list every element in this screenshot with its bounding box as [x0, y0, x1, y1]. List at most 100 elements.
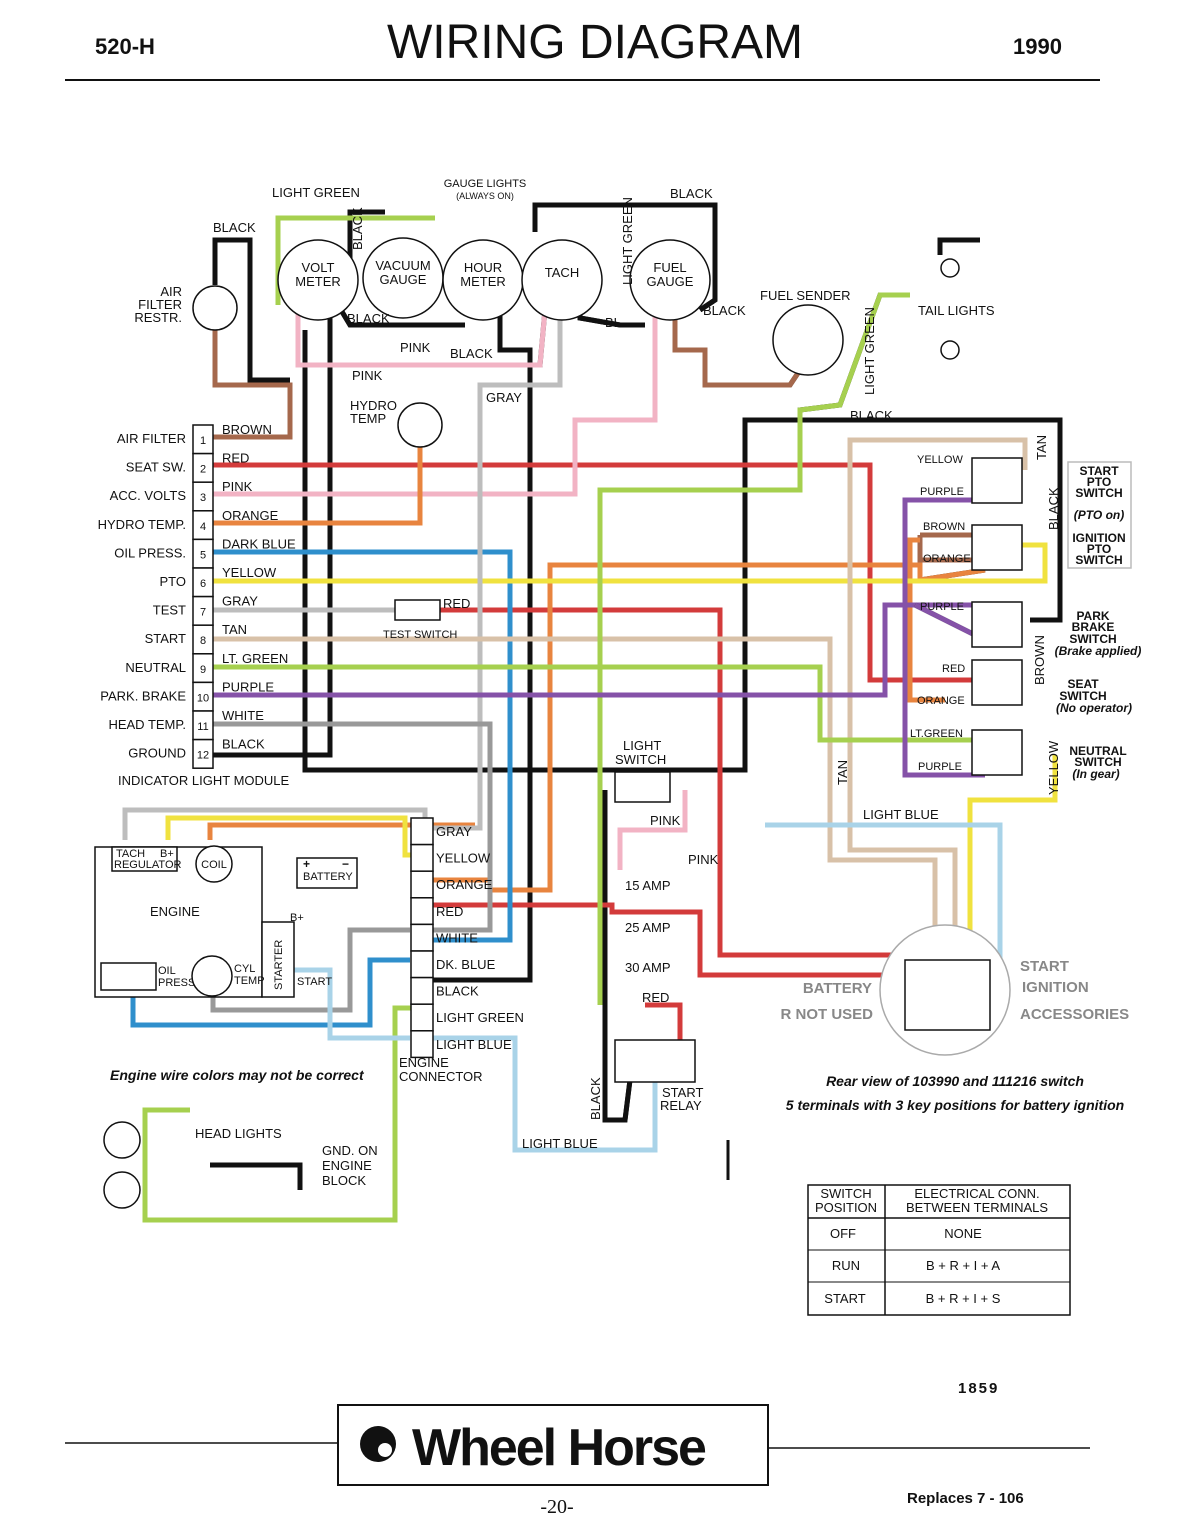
regulator-label: REGULATOR — [114, 859, 181, 871]
ground-label: ENGINE — [322, 1158, 372, 1173]
terminal-battery-label: BATTERY — [803, 980, 872, 997]
switch-label: IGNITION — [1072, 531, 1125, 545]
head-light-icon — [103, 1121, 141, 1159]
terminal-wire-color: GRAY — [222, 594, 258, 609]
wheel-horse-logo: Wheel Horse — [412, 1419, 706, 1477]
terminal-wire-color: TAN — [222, 622, 247, 637]
wire — [142, 1005, 433, 1223]
year: 1990 — [1013, 34, 1062, 59]
tach-regulator — [111, 846, 178, 872]
wire — [302, 330, 1063, 773]
wire — [602, 790, 633, 1123]
gauge-lights-note: (ALWAYS ON) — [456, 191, 514, 201]
terminal-number: 8 — [200, 635, 206, 647]
switch-note: (In gear) — [1072, 767, 1119, 781]
wire — [532, 202, 718, 313]
switch-label: SEAT — [1067, 677, 1099, 691]
terminal-number: 11 — [197, 721, 208, 733]
terminal-wire-color: ORANGE — [222, 508, 279, 523]
switch-label: SWITCH — [1075, 553, 1122, 567]
fuel-sender-label: FUEL SENDER — [760, 288, 851, 303]
oil-press-label: PRESS — [158, 977, 195, 989]
terminal-wire-color: DARK BLUE — [222, 536, 296, 551]
wire-outline — [597, 292, 910, 1005]
switch-note: (PTO on) — [1074, 508, 1124, 522]
fuse-25-amp: 25 AMP — [625, 920, 671, 935]
terminal-wire-color: YELLOW — [222, 565, 277, 580]
battery — [296, 857, 358, 889]
wire-labels: LIGHT GREEN BLACK BLACK BLACK PINK BLACK… — [213, 185, 1061, 1151]
terminal-function: OIL PRESS. — [114, 545, 186, 560]
connector-wire-label: BLACK — [436, 984, 479, 999]
cyl-temp-label: TEMP — [234, 975, 265, 987]
table-cell: START — [824, 1291, 865, 1306]
switch-note: (No operator) — [1056, 701, 1132, 715]
wire — [433, 1035, 658, 1153]
module-title: INDICATOR LIGHT MODULE — [118, 773, 290, 788]
wire-label: BLACK — [588, 1077, 603, 1120]
wheel-horse-logo-icon — [360, 1426, 396, 1462]
wire-label: TAN — [1034, 435, 1049, 460]
fuel-label: GAUGE — [647, 274, 694, 289]
tail-lights-label: TAIL LIGHTS — [918, 303, 995, 318]
terminal-number: 1 — [200, 435, 206, 447]
oil-press-label: OIL — [158, 965, 176, 977]
wire-label: LT.GREEN — [910, 728, 963, 740]
table-cell: OFF — [830, 1226, 856, 1241]
connector-wire-label: LIGHT GREEN — [436, 1010, 524, 1025]
start-relay — [614, 1039, 696, 1083]
table-header: POSITION — [815, 1200, 877, 1215]
wire-label: GRAY — [486, 390, 522, 405]
wire — [433, 562, 986, 893]
switch-label: SWITCH — [1069, 632, 1116, 646]
switch-note: (Brake applied) — [1055, 644, 1142, 658]
terminal-number: 12 — [197, 750, 209, 762]
wire — [433, 305, 533, 983]
wire-label: BLACK — [1046, 487, 1061, 530]
wire — [212, 330, 293, 440]
switch-label: BRAKE — [1072, 620, 1115, 634]
wire-label: BLACK — [703, 303, 746, 318]
ignition-pto-switch — [971, 524, 1023, 571]
fuel-sender — [772, 304, 844, 376]
air-filter-label: AIR — [160, 284, 182, 299]
wire-outline — [433, 562, 986, 893]
connector-pin — [410, 1030, 434, 1059]
wire — [213, 602, 985, 698]
terminal-number: 2 — [200, 464, 206, 476]
wire-label: BLACK — [670, 186, 713, 201]
wire — [902, 497, 985, 778]
connector-wire-label: GRAY — [436, 824, 472, 839]
table-header: SWITCH — [820, 1186, 871, 1201]
cyl-temp-label: CYL — [234, 963, 255, 975]
terminal-function: PTO — [160, 574, 187, 589]
start-relay-label: START — [662, 1085, 703, 1100]
wire — [213, 721, 493, 933]
terminal-r-label: R NOT USED — [780, 1006, 873, 1023]
wire-outline — [210, 1162, 303, 1190]
engine: TACH B+ REGULATOR COIL ENGINE + − BATTER… — [94, 845, 365, 1083]
terminal-function: PARK. BRAKE — [100, 688, 186, 703]
volt-label: VOLT — [302, 260, 335, 275]
starter — [261, 921, 295, 998]
model-number: 520-H — [95, 34, 155, 59]
wire-label: LIGHT BLUE — [522, 1136, 598, 1151]
wire — [130, 957, 410, 1028]
wire — [213, 549, 513, 943]
wires — [122, 202, 1063, 1223]
table-cell: NONE — [944, 1226, 982, 1241]
terminal-accessories-label: ACCESSORIES — [1020, 1006, 1129, 1023]
air-filter-label: RESTR. — [134, 310, 182, 325]
wire-label: LIGHT BLUE — [863, 807, 939, 822]
wire — [213, 310, 658, 497]
terminal-number: 4 — [200, 521, 206, 533]
replaces-note: Replaces 7 - 106 — [907, 1490, 1024, 1507]
wire-label: PINK — [688, 852, 719, 867]
switch-label: SWITCH — [1075, 486, 1122, 500]
switch-label: START — [1079, 464, 1119, 478]
wire — [207, 822, 475, 840]
wire — [210, 1162, 303, 1190]
wire — [213, 300, 333, 758]
